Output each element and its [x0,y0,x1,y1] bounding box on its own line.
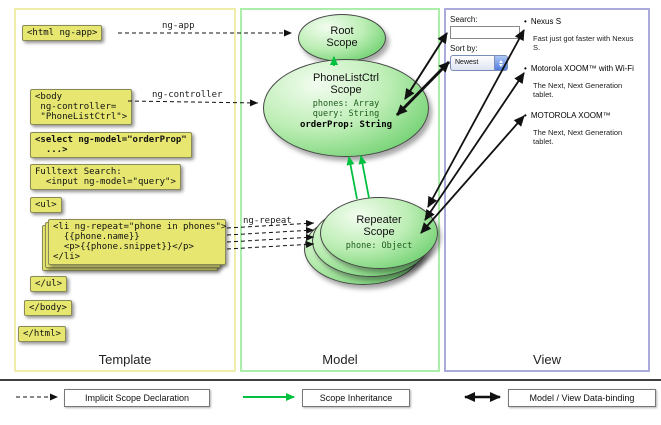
repeater-scope-ellipse: Repeater Scope phone: Object [320,197,438,269]
ng-controller-label: ng-controller [152,90,223,100]
code-fulltext-search-input: Fulltext Search: <input ng-model="query"… [30,164,181,190]
code-li-ng-repeat: <li ng-repeat="phone in phones"> {{phone… [48,219,226,265]
code-select-ng-model: <select ng-model="orderProp" ...> [30,132,192,158]
phonelistctrl-scope-orderprop: orderProp: String [299,120,393,130]
list-item: • Nexus S Fast just got faster with Nexu… [524,17,642,52]
sort-by-label: Sort by: [450,44,478,53]
phonelistctrl-scope-props: phones: Array query: String [312,99,380,119]
phone-name: MOTOROLA XOOM™ [530,111,611,120]
code-html-close: </html> [18,326,66,342]
model-column-label: Model [322,352,358,367]
ng-app-label: ng-app [162,21,195,31]
code-body-close: </body> [24,300,72,316]
bullet-icon: • [524,17,527,26]
search-input[interactable] [450,26,520,39]
phone-name: Nexus S [530,17,562,26]
phone-name: Motorola XOOM™ with Wi-Fi [530,64,634,73]
root-scope-ellipse: Root Scope [298,14,386,62]
template-column-label: Template [98,352,152,367]
legend-implicit-scope-declaration: Implicit Scope Declaration [64,389,210,407]
phone-list: • Nexus S Fast just got faster with Nexu… [524,17,642,158]
legend-scope-inheritance: Scope Inheritance [302,389,410,407]
search-label: Search: [450,15,478,24]
list-item: • MOTOROLA XOOM™ The Next, Next Generati… [524,111,642,146]
bullet-icon: • [524,64,527,73]
ng-repeat-label: ng-repeat [243,216,292,226]
phone-snippet: The Next, Next Generation tablet. [533,128,623,146]
repeater-scope-prop: phone: Object [345,241,413,251]
legend-model-view-data-binding: Model / View Data-binding [508,389,656,407]
code-ul-close: </ul> [30,276,68,292]
code-body-ng-controller: <body ng-controller= "PhoneListCtrl"> [30,89,133,125]
sort-select-value: Newest [455,59,479,66]
phone-snippet: Fast just got faster with Nexus S. [533,34,634,52]
code-html-ng-app: <html ng-app> [22,25,103,41]
phone-snippet: The Next, Next Generation tablet. [533,81,623,99]
phonelistctrl-scope-ellipse: PhoneListCtrl Scope phones: Array query:… [263,59,429,157]
template-column: Template [14,8,236,372]
repeater-scope-title: Repeater Scope [356,214,402,238]
select-arrows-icon [494,56,507,70]
bullet-icon: • [524,111,527,120]
code-ul-open: <ul> [30,197,62,213]
sort-select[interactable]: Newest [450,55,508,71]
root-scope-title: Root Scope [326,25,358,49]
view-column-label: View [533,352,561,367]
phonelistctrl-scope-title: PhoneListCtrl Scope [312,72,380,96]
list-item: • Motorola XOOM™ with Wi-Fi The Next, Ne… [524,64,642,99]
